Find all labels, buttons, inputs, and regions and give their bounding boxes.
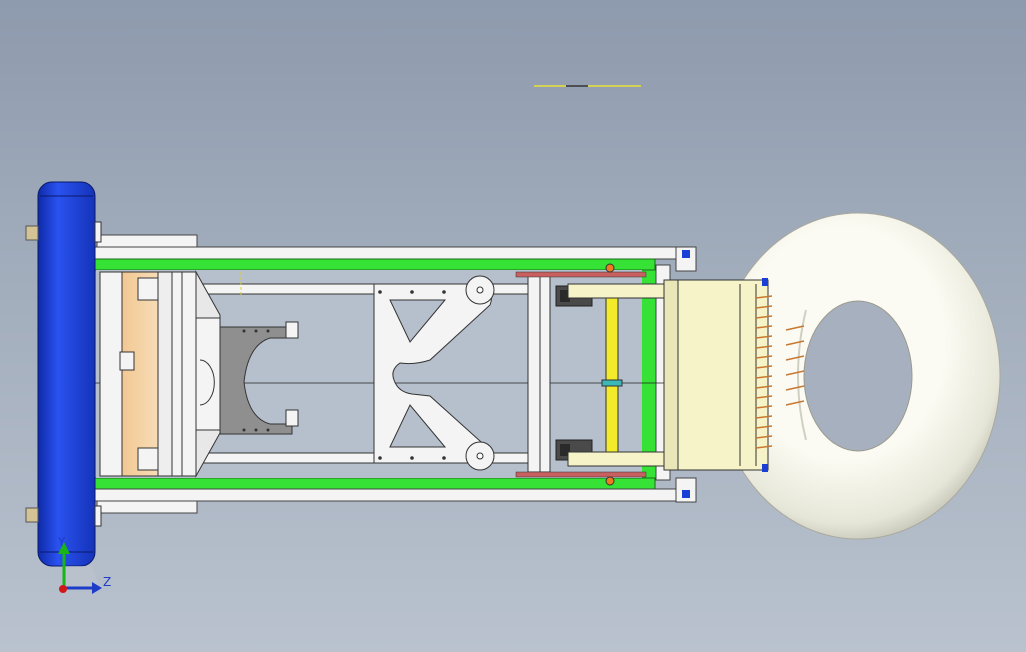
upper-rail[interactable] [94,234,696,271]
end-cap[interactable] [25,181,102,567]
y-axis-label: Y [57,535,66,549]
truss-plate[interactable] [373,275,495,471]
bearing-housing[interactable] [195,270,242,478]
lower-rail[interactable] [94,477,696,514]
clamp-lower[interactable] [555,439,665,486]
v-bracket[interactable] [219,321,299,435]
torus-part[interactable] [715,212,1001,540]
clamp-upper[interactable] [555,263,665,307]
coordinate-triad: Y Z [57,535,111,594]
cradle-pins [755,295,805,449]
rear-crossmember[interactable] [515,271,647,478]
cradle[interactable] [663,278,805,472]
spindle-block[interactable] [99,271,197,477]
yellow-rod[interactable] [601,297,623,453]
z-axis-label: Z [103,575,111,589]
